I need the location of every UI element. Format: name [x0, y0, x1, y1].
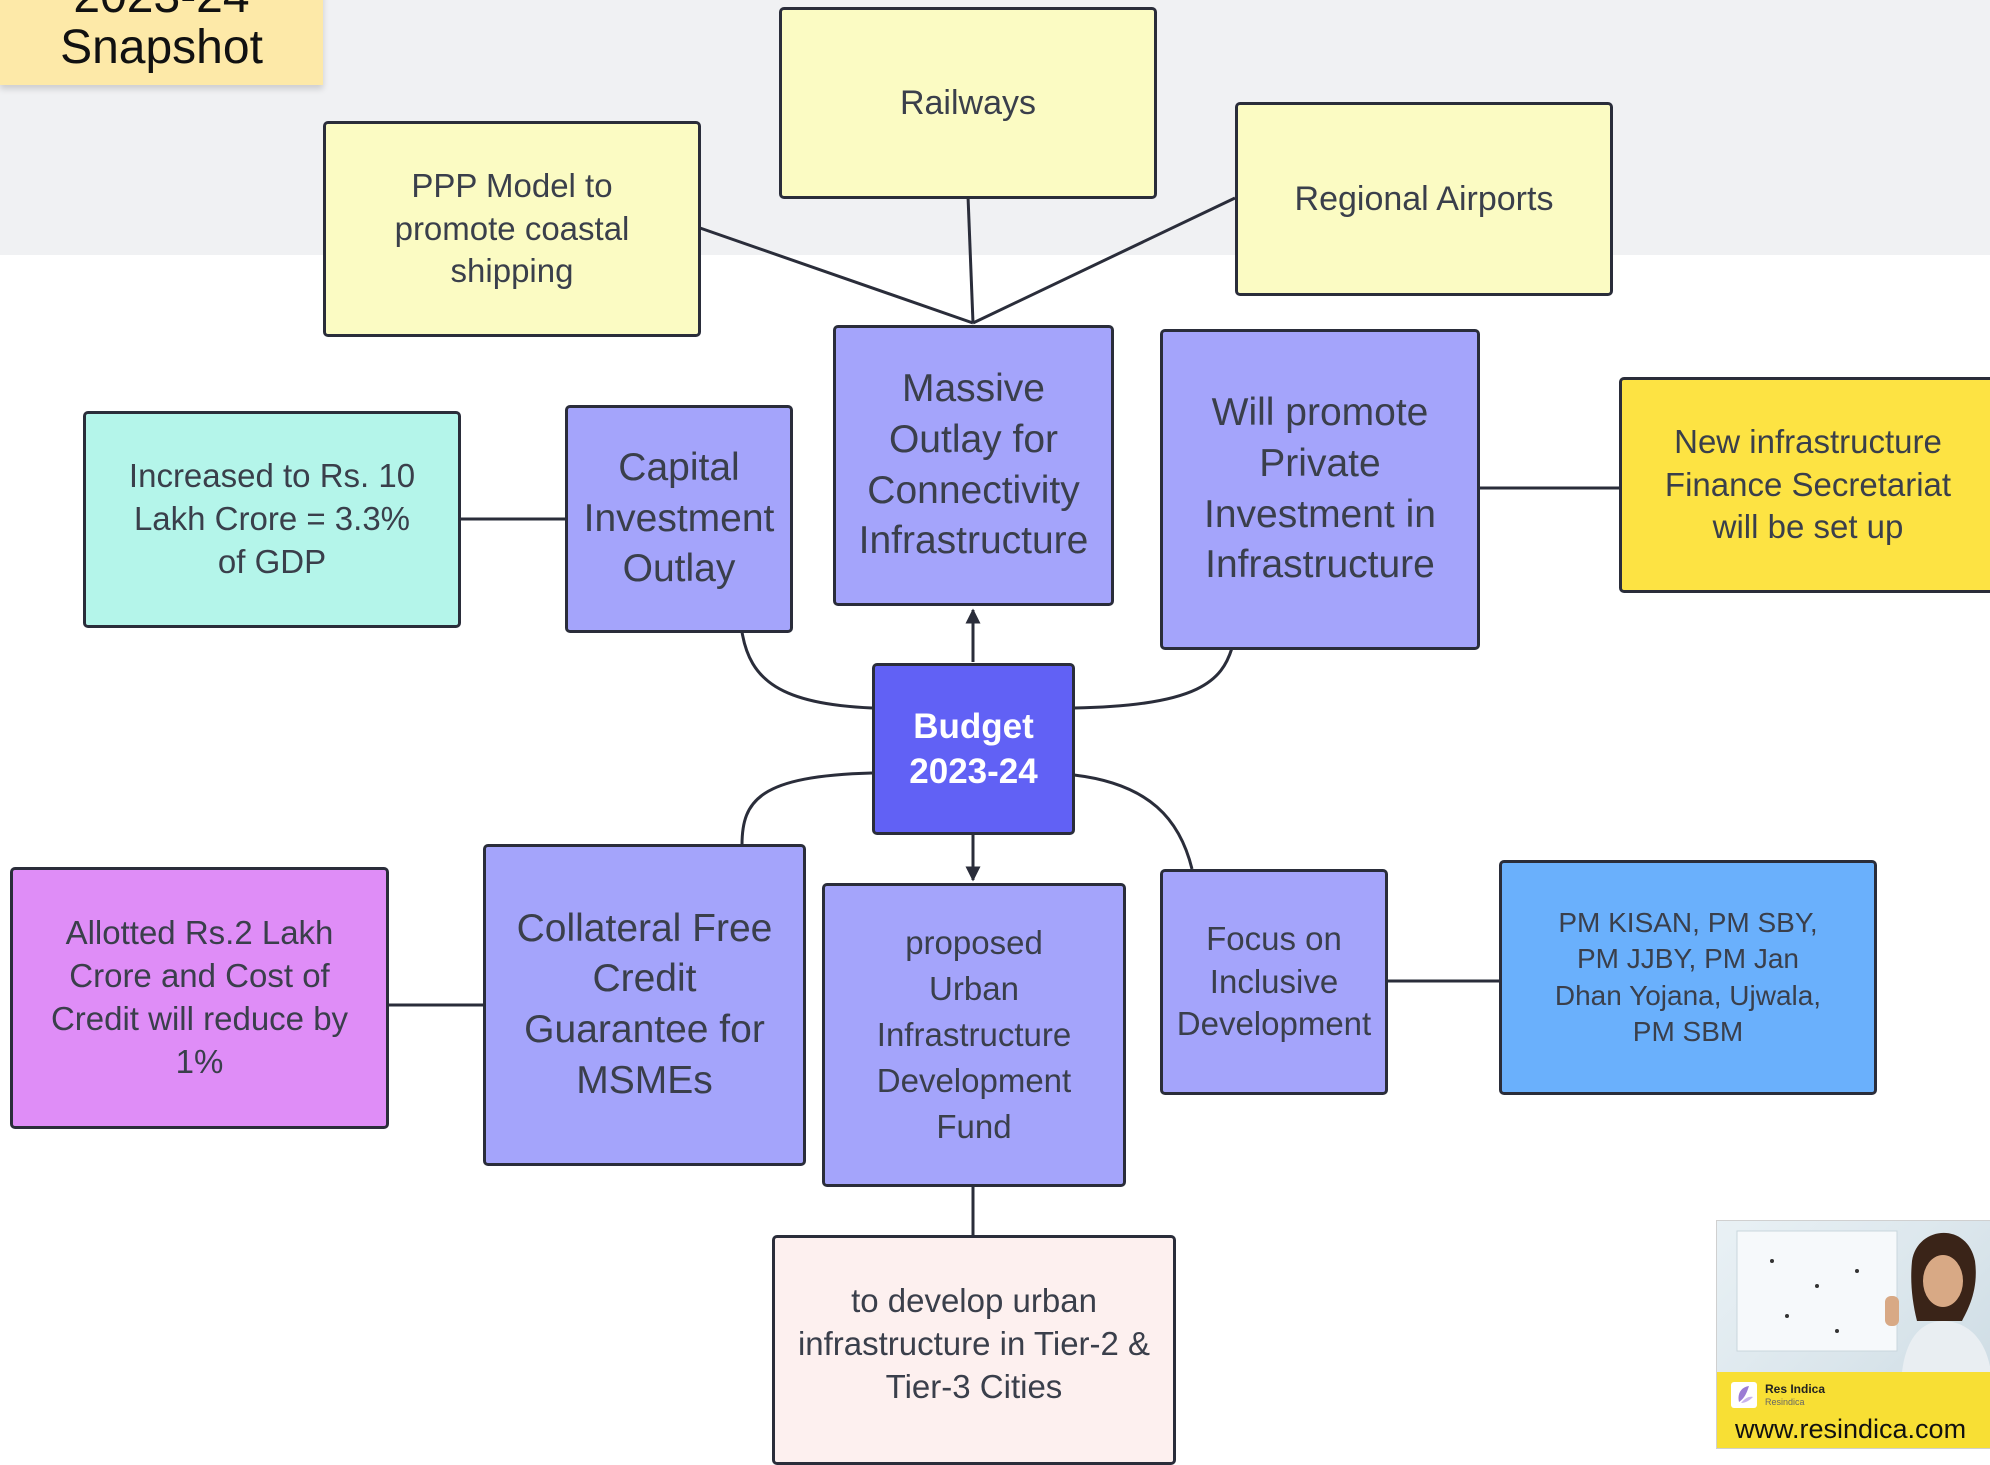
- line-center-private: [1073, 647, 1234, 710]
- line-center-capital: [740, 631, 873, 710]
- node-private-label: Will promote Private Investment in Infra…: [1204, 391, 1436, 587]
- line-connectivity-airports: [972, 196, 1236, 325]
- res-indica-logo-icon: [1731, 1382, 1757, 1408]
- node-connectivity-label: Massive Outlay for Connectivity Infrastr…: [858, 367, 1089, 563]
- node-railways[interactable]: Railways: [779, 7, 1157, 199]
- brand-card[interactable]: Res Indica Resindica www.resindica.com: [1716, 1220, 1990, 1449]
- brand-name: Res Indica: [1765, 1382, 1826, 1396]
- node-center-label: Budget 2023-24: [909, 706, 1038, 792]
- node-msme-credit-guarantee[interactable]: Collateral Free Credit Guarantee for MSM…: [483, 844, 806, 1166]
- node-capital-detail-label: Increased to Rs. 10 Lakh Crore = 3.3% of…: [128, 457, 416, 580]
- node-inclusive-detail[interactable]: PM KISAN, PM SBY, PM JJBY, PM Jan Dhan Y…: [1499, 860, 1877, 1095]
- node-urban-detail[interactable]: to develop urban infrastructure in Tier-…: [772, 1235, 1176, 1465]
- brand-url-link[interactable]: www.resindica.com: [1735, 1414, 1967, 1444]
- node-inclusive-detail-label: PM KISAN, PM SBY, PM JJBY, PM Jan Dhan Y…: [1554, 906, 1822, 1047]
- brand-strip: Res Indica Resindica www.resindica.com: [1717, 1372, 1990, 1448]
- node-budget-center[interactable]: Budget 2023-24: [872, 663, 1075, 835]
- snapshot-sticky-note: 2023-24 Snapshot: [0, 0, 323, 85]
- node-connectivity-infrastructure[interactable]: Massive Outlay for Connectivity Infrastr…: [833, 325, 1114, 606]
- line-connectivity-ppp: [699, 226, 974, 325]
- node-ppp-label: PPP Model to promote coastal shipping: [394, 166, 630, 290]
- node-msme-detail-label: Allotted Rs.2 Lakh Crore and Cost of Cre…: [50, 914, 349, 1080]
- brand-subtitle: Resindica: [1765, 1397, 1805, 1407]
- node-capital-label: Capital Investment Outlay: [583, 445, 775, 591]
- presenter-photo: [1717, 1221, 1990, 1372]
- node-finance-secretariat[interactable]: New infrastructure Finance Secretariat w…: [1619, 377, 1990, 593]
- line-center-inclusive: [1073, 773, 1194, 870]
- node-railways-label: Railways: [899, 83, 1037, 122]
- node-capital-investment[interactable]: Capital Investment Outlay: [565, 405, 793, 633]
- node-regional-airports[interactable]: Regional Airports: [1235, 102, 1613, 296]
- node-airports-label: Regional Airports: [1294, 179, 1554, 218]
- node-capital-detail[interactable]: Increased to Rs. 10 Lakh Crore = 3.3% of…: [83, 411, 461, 628]
- node-inclusive-development[interactable]: Focus on Inclusive Development: [1160, 869, 1388, 1095]
- node-urban-label: proposed Urban Infrastructure Developmen…: [876, 923, 1072, 1146]
- node-ppp-coastal-shipping[interactable]: PPP Model to promote coastal shipping: [323, 121, 701, 337]
- node-urban-detail-label: to develop urban infrastructure in Tier-…: [797, 1282, 1151, 1405]
- line-connectivity-railways: [966, 195, 975, 324]
- node-msme-label: Collateral Free Credit Guarantee for MSM…: [516, 906, 773, 1102]
- node-msme-detail[interactable]: Allotted Rs.2 Lakh Crore and Cost of Cre…: [10, 867, 389, 1129]
- node-urban-infrastructure-fund[interactable]: proposed Urban Infrastructure Developmen…: [822, 883, 1126, 1187]
- node-secretariat-label: New infrastructure Finance Secretariat w…: [1664, 422, 1952, 546]
- line-center-msme: [740, 771, 873, 846]
- node-inclusive-label: Focus on Inclusive Development: [1176, 919, 1372, 1043]
- node-private-investment[interactable]: Will promote Private Investment in Infra…: [1160, 329, 1480, 650]
